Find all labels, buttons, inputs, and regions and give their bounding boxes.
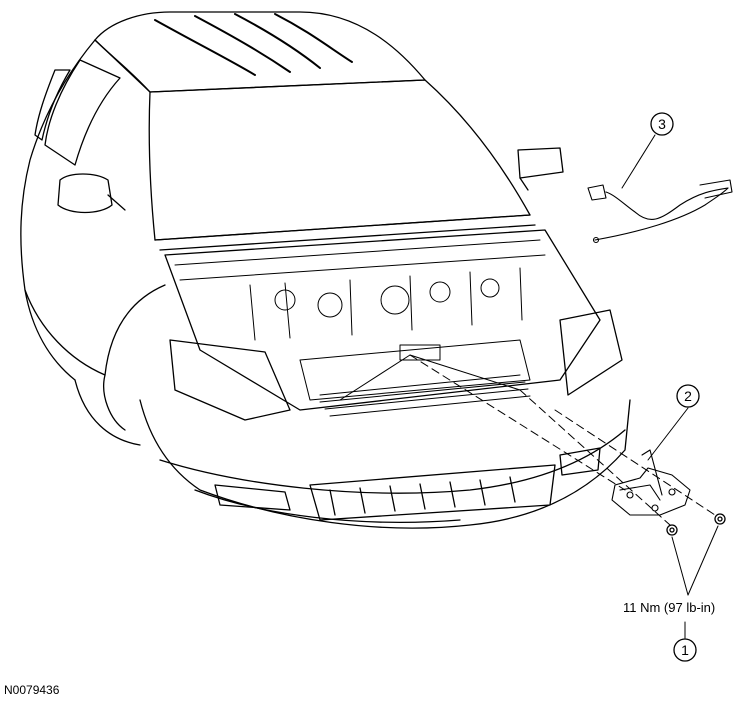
hood-release-cable [587,179,733,244]
latch-bolts [666,513,726,536]
hood-latch [611,449,691,516]
torque-specification: 11 Nm (97 lb-in) [623,600,716,615]
callout-3-label: 3 [658,116,666,132]
callout-2: 2 [676,384,700,408]
callout-3: 3 [650,112,674,136]
figure-id: N0079436 [4,683,60,697]
alignment-dashes [409,354,716,526]
callout-leaders [621,134,719,639]
vehicle-body [20,11,631,529]
callout-2-label: 2 [684,388,692,404]
callout-1-label: 1 [681,642,689,658]
callout-1: 1 [673,638,697,662]
engine-bay-structure [174,239,546,417]
